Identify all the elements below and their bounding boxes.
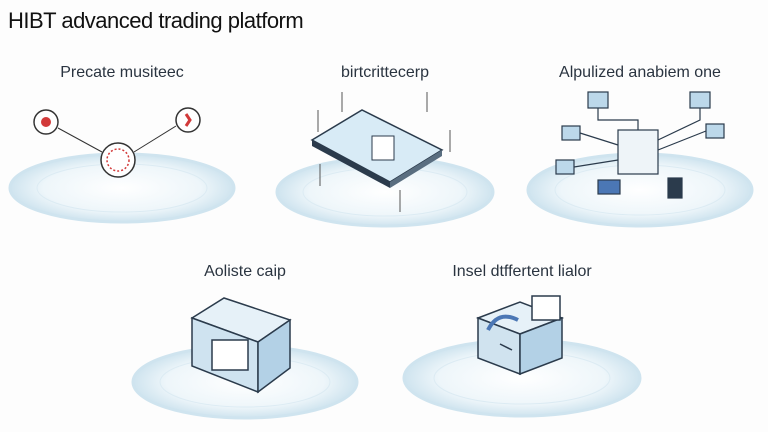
gauge-icon: [33, 107, 201, 178]
network-cubes-icon: [555, 91, 725, 199]
panel-label-1: Precate musiteec: [60, 64, 184, 81]
panel-label-4: Aoliste caip: [204, 263, 286, 280]
device-icon: [190, 297, 292, 394]
panel-label-5: Insel dtffertent lialor: [452, 263, 592, 280]
tablet-icon: [310, 92, 451, 212]
page-title: HIBT advanced trading platform: [8, 8, 304, 33]
panel-label-3: Alpulized anabiem one: [559, 64, 721, 81]
platform-ellipse-3: [526, 152, 754, 228]
machine-icon: [475, 295, 565, 376]
panel-label-2: birtcrittecerp: [340, 64, 430, 81]
